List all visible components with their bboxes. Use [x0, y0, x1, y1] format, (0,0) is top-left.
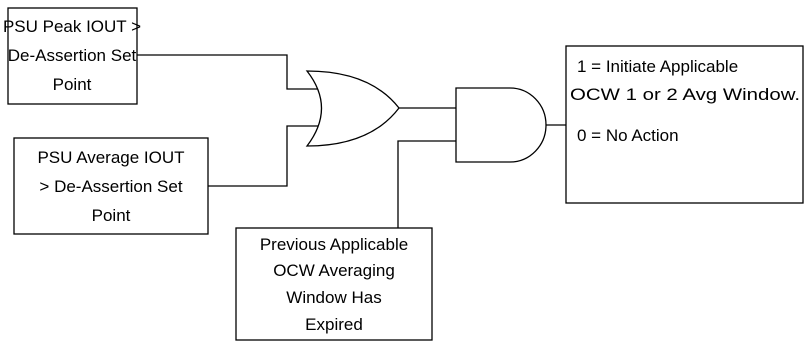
wires	[137, 54, 566, 228]
previous-line-2: OCW Averaging	[273, 261, 395, 280]
peak-box-frame	[7, 7, 138, 105]
output-line-3: 0 = No Action	[577, 126, 679, 145]
average-line-1: PSU Average IOUT	[37, 148, 184, 167]
output-line-2: OCW 1 or 2 Avg Window.	[570, 85, 800, 104]
input-previous-box: Previous Applicable OCW Averaging Window…	[235, 227, 433, 341]
wire-average-to-or	[208, 125, 322, 187]
wire-previous-to-and	[397, 140, 456, 228]
previous-line-1: Previous Applicable	[260, 235, 408, 254]
peak-line-2: De-Assertion Set	[8, 46, 137, 65]
input-average-box: PSU Average IOUT > De-Assertion Set Poin…	[13, 137, 209, 235]
average-line-3: Point	[92, 206, 131, 225]
previous-line-4: Expired	[305, 315, 363, 334]
output-box: 1 = Initiate Applicable OCW 1 or 2 Avg W…	[565, 45, 804, 204]
input-peak-box: PSU Peak IOUT > De-Assertion Set Point	[3, 7, 141, 105]
average-line-2: > De-Assertion Set	[39, 177, 182, 196]
output-line-1: 1 = Initiate Applicable	[577, 57, 738, 76]
or-gate	[305, 70, 400, 147]
average-box-frame	[13, 137, 209, 235]
peak-line-3: Point	[53, 75, 92, 94]
peak-line-1: PSU Peak IOUT >	[3, 17, 141, 36]
previous-line-3: Window Has	[286, 288, 381, 307]
and-gate	[455, 87, 547, 163]
wire-peak-to-or	[137, 54, 322, 90]
output-box-frame	[565, 45, 804, 204]
previous-box-frame	[235, 227, 433, 341]
